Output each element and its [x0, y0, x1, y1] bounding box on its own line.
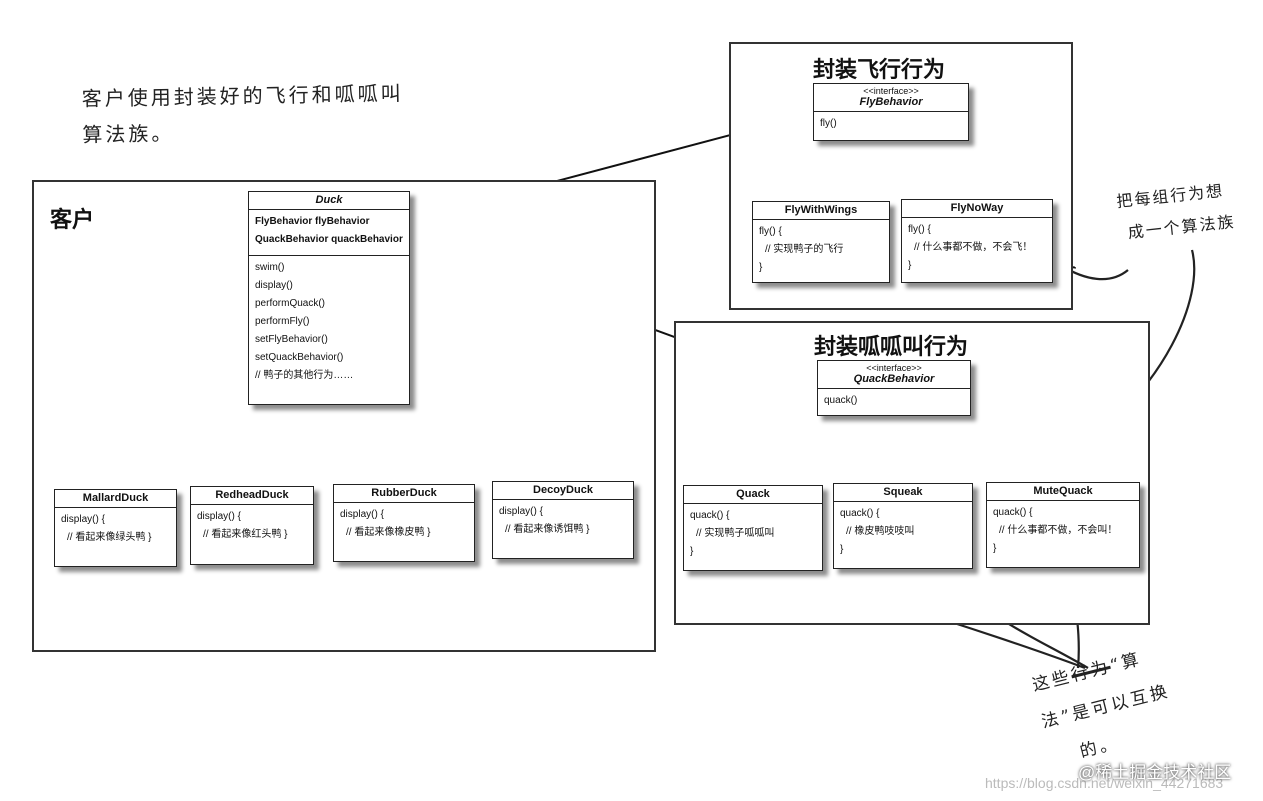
- duck-field: QuackBehavior quackBehavior: [255, 234, 403, 245]
- redhead-duck-name: RedheadDuck: [191, 487, 313, 505]
- note-behavior-as-algorithm-family: 把每组行为想 成一个算法族: [1115, 174, 1237, 250]
- fly-with-wings-name: FlyWithWings: [753, 202, 889, 220]
- mute-quack-name: MuteQuack: [987, 483, 1139, 501]
- code-line: }: [908, 260, 912, 271]
- fly-behavior-interface-box: <<interface>> FlyBehavior fly(): [813, 83, 969, 141]
- fly-with-wings-body: fly() { // 实现鸭子的飞行 }: [753, 220, 889, 280]
- decoy-duck-body: display() { // 看起来像诱饵鸭 }: [493, 500, 633, 542]
- code-line: // 看起来像绿头鸭 }: [67, 532, 152, 543]
- code-line: // 橡皮鸭吱吱叫: [846, 526, 915, 537]
- duck-class-name: Duck: [249, 192, 409, 210]
- note-top-line-1: 客户使用封装好的飞行和呱呱叫: [81, 81, 404, 111]
- fly-no-way-name: FlyNoWay: [902, 200, 1052, 218]
- squeak-box: Squeak quack() { // 橡皮鸭吱吱叫 }: [833, 483, 973, 569]
- squeak-name: Squeak: [834, 484, 972, 502]
- mute-quack-body: quack() { // 什么事都不做，不会叫！ }: [987, 501, 1139, 561]
- rubber-duck-body: display() { // 看起来像橡皮鸭 }: [334, 503, 474, 545]
- quack-box: Quack quack() { // 实现鸭子呱呱叫 }: [683, 485, 823, 571]
- fly-behavior-methods: fly(): [814, 112, 968, 136]
- redhead-duck-box: RedheadDuck display() { // 看起来像红头鸭 }: [190, 486, 314, 565]
- code-line: display() {: [340, 509, 384, 520]
- duck-methods: swim() display() performQuack() performF…: [249, 256, 409, 388]
- duck-method: performQuack(): [255, 298, 326, 309]
- quack-behavior-name: QuackBehavior: [818, 373, 970, 389]
- decoy-duck-box: DecoyDuck display() { // 看起来像诱饵鸭 }: [492, 481, 634, 559]
- code-line: // 看起来像诱饵鸭 }: [505, 524, 590, 535]
- interface-stereotype: <<interface>>: [863, 86, 919, 96]
- quack-name: Quack: [684, 486, 822, 504]
- note-top-line-2: 算法族。: [82, 121, 175, 147]
- code-line: // 什么事都不做，不会飞！: [914, 242, 1033, 253]
- duck-method: setFlyBehavior(): [255, 334, 328, 345]
- code-line: display() {: [197, 511, 241, 522]
- quack-group-title: 封装呱呱叫行为: [814, 335, 969, 360]
- duck-method: // 鸭子的其他行为……: [255, 370, 354, 381]
- duck-fields: FlyBehavior flyBehavior QuackBehavior qu…: [249, 210, 409, 256]
- code-line: }: [759, 262, 763, 273]
- rubber-duck-name: RubberDuck: [334, 485, 474, 503]
- code-line: fly() {: [759, 226, 782, 237]
- code-line: // 什么事都不做，不会叫！: [999, 525, 1118, 536]
- interface-method: quack(): [824, 395, 858, 406]
- interface-method: fly(): [820, 118, 837, 129]
- watermark-url: https://blog.csdn.net/weixin_44271683: [985, 775, 1224, 791]
- squeak-body: quack() { // 橡皮鸭吱吱叫 }: [834, 502, 972, 562]
- watermark-brand: @稀土掘金技术社区: [1078, 763, 1232, 782]
- note-client-uses-algorithms: 客户使用封装好的飞行和呱呱叫 算法族。: [81, 75, 404, 153]
- rubber-duck-box: RubberDuck display() { // 看起来像橡皮鸭 }: [333, 484, 475, 562]
- code-line: display() {: [61, 514, 105, 525]
- decoy-duck-name: DecoyDuck: [493, 482, 633, 500]
- code-line: // 看起来像红头鸭 }: [203, 529, 288, 540]
- code-line: }: [840, 544, 844, 555]
- code-line: // 实现鸭子的飞行: [765, 244, 844, 255]
- fly-behavior-name: FlyBehavior: [814, 96, 968, 112]
- note-bottom-part-1: 这些: [1030, 666, 1074, 696]
- interface-stereotype: <<interface>>: [866, 363, 922, 373]
- code-line: // 实现鸭子呱呱叫: [696, 528, 775, 539]
- code-line: quack() {: [840, 508, 880, 519]
- duck-field: FlyBehavior flyBehavior: [255, 216, 370, 227]
- duck-method: swim(): [255, 262, 285, 273]
- redhead-duck-body: display() { // 看起来像红头鸭 }: [191, 505, 313, 547]
- code-line: quack() {: [690, 510, 730, 521]
- code-line: }: [690, 546, 694, 557]
- mallard-duck-name: MallardDuck: [55, 490, 176, 508]
- code-line: quack() {: [993, 507, 1033, 518]
- mute-quack-box: MuteQuack quack() { // 什么事都不做，不会叫！ }: [986, 482, 1140, 568]
- fly-group-title: 封装飞行行为: [813, 58, 946, 83]
- quack-behavior-interface-box: <<interface>> QuackBehavior quack(): [817, 360, 971, 416]
- fly-no-way-body: fly() { // 什么事都不做，不会飞！ }: [902, 218, 1052, 278]
- duck-method: setQuackBehavior(): [255, 352, 344, 363]
- code-line: }: [993, 543, 997, 554]
- quack-behavior-methods: quack(): [818, 389, 970, 413]
- note-bottom-struck: 行为: [1069, 657, 1113, 687]
- fly-no-way-box: FlyNoWay fly() { // 什么事都不做，不会飞！ }: [901, 199, 1053, 283]
- quack-body: quack() { // 实现鸭子呱呱叫 }: [684, 504, 822, 564]
- duck-class-box: Duck FlyBehavior flyBehavior QuackBehavi…: [248, 191, 410, 405]
- duck-method: display(): [255, 280, 293, 291]
- duck-method: performFly(): [255, 316, 310, 327]
- mallard-duck-box: MallardDuck display() { // 看起来像绿头鸭 }: [54, 489, 177, 567]
- code-line: // 看起来像橡皮鸭 }: [346, 527, 431, 538]
- client-group-title: 客户: [50, 208, 95, 233]
- mallard-duck-body: display() { // 看起来像绿头鸭 }: [55, 508, 176, 550]
- code-line: display() {: [499, 506, 543, 517]
- fly-with-wings-box: FlyWithWings fly() { // 实现鸭子的飞行 }: [752, 201, 890, 283]
- note-bottom-part-2: “算: [1107, 649, 1144, 677]
- code-line: fly() {: [908, 224, 931, 235]
